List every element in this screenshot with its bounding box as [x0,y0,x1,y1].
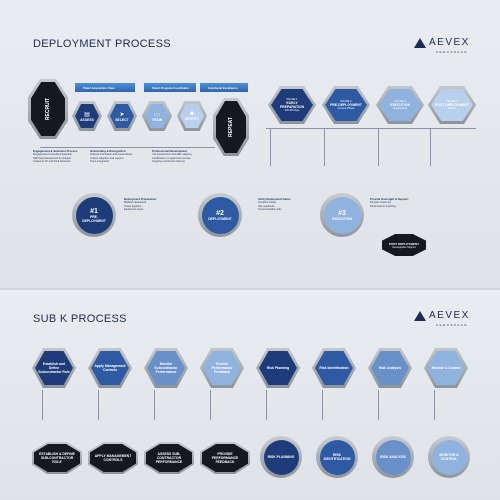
connector-line [40,147,215,148]
phase-drop-4 [430,128,431,166]
phase-2: PHASE 2 PRE-DEPLOYMENT Current Phase [322,86,370,124]
subk-step-label: Establish and Define Subcontractor Role [38,362,70,374]
phase-4: PHASE 4 POST DEPLOYMENT Return [428,86,476,124]
subk-step-3: Monitor Subcontractor Performance [144,348,188,388]
repeat-label: REPEAT [227,117,234,137]
subk-badge-1: ESTABLISH & DEFINE SUB-CONTRACTOR ROLE [32,442,82,474]
subk-step-label: Risk Identification [319,366,349,370]
subk-step-2: Apply Management Controls [88,348,132,388]
subk-title: SUB K PROCESS [33,313,127,325]
recruit-label: RECRUIT [44,97,51,121]
phase-1: PHASE 1 EARLY PREPARATION 120-90 Days [268,86,316,124]
subk-connector [210,390,211,420]
phase-drop-2 [324,128,325,166]
subk-connector [42,390,43,420]
subk-step-5: Risk Planning [256,348,300,388]
subk-connector [434,390,435,420]
logo-sub: AEROSPACE [436,50,468,54]
subk-badge-label: RISK IDENTIFICATION [323,453,351,461]
logo-text: AEVEX [429,310,470,321]
logo-text: AEVEX [429,37,470,48]
logo-sub: AEROSPACE [436,323,468,327]
subk-step-label: Monitor Subcontractor Performance [154,362,178,374]
subk-step-label: Apply Management Controls [94,364,126,372]
subk-badge-label: RISK ANALYSIS [380,455,406,459]
subk-badge-label: PROVIDE PERFORMANCE FEEDBACK [211,452,239,464]
subk-logo: AEVEX [414,311,470,321]
subk-badge-6: RISK IDENTIFICATION [316,436,358,478]
people-icon: ☻ [188,111,196,117]
note-development: Professional Development Job assessment … [152,149,192,164]
circle-1: #1 PRE-DEPLOYMENT [72,193,116,237]
step-assess: ▤ ASSESS [72,101,102,131]
subk-badge-4: PROVIDE PERFORMANCE FEEDBACK [200,442,250,474]
subk-step-6: Risk Identification [312,348,356,388]
repeat-badge: REPEAT [213,98,249,156]
logo: AEVEX [414,38,470,48]
cursor-icon: ➤ [119,111,125,118]
circle-note-3: Provide Oversight & Support Periodic che… [370,197,409,208]
subk-badge-label: ASSESS SUB-CONTRACTOR PERFORMANCE [155,452,183,464]
circle-note-1: Deployment Preparation Medical clearance… [124,197,157,212]
subk-badge-label: ESTABLISH & DEFINE SUB-CONTRACTOR ROLE [39,452,75,464]
phase-drop-3 [378,128,379,166]
phase-3: PHASE 3 EXECUTION Deployment [376,86,424,124]
subk-step-label: Risk Analysis [379,366,401,370]
logo-mark-icon [414,311,426,321]
phase-connector [266,128,476,129]
section-divider [0,288,500,290]
subk-step-label: Provide Performance Feedback [211,362,233,374]
post-deployment-badge: POST DEPLOYMENT Reintegration Support [382,234,426,256]
subk-connector [154,390,155,420]
subk-badge-7: RISK ANALYSIS [372,436,414,478]
circle-3: #3 EXECUTION [320,193,364,237]
banner-1: Talent Acquisition Team [75,83,135,92]
subk-step-label: Monitor & Control [431,366,461,370]
subk-step-7: Risk Analysis [368,348,412,388]
phase-drop-1 [270,128,271,166]
note-engagement: Engagement & Selection Process Engagemen… [33,149,78,164]
subk-panel: SUB K PROCESS AEVEX AEROSPACE Establish … [0,290,500,500]
subk-connector [322,390,323,420]
page-title: DEPLOYMENT PROCESS [33,38,171,50]
clipboard-icon: ▤ [84,111,90,118]
board-icon: ▭ [154,111,160,118]
banner-3: Functional Excellence [200,83,248,92]
subk-badge-label: MONITOR & CONTROL [439,453,459,461]
subk-badge-label: APPLY MANAGEMENT CONTROLS [94,454,132,462]
circle-note-2: Verify Deployment Items Contract review … [258,197,291,212]
subk-badge-label: RISK PLANNING [267,455,295,459]
step-certify: ☻ CERTIFY [177,101,207,131]
circle-2: #2 DEPLOYMENT [198,193,242,237]
deployment-panel: DEPLOYMENT PROCESS AEVEX AEROSPACE RECRU… [0,0,500,288]
step-select: ➤ SELECT [107,101,137,131]
subk-step-1: Establish and Define Subcontractor Role [32,348,76,388]
subk-connector [266,390,267,420]
banner-2: Talent Program Coordinator [144,83,196,92]
subk-badge-2: APPLY MANAGEMENT CONTROLS [88,442,138,474]
recruit-badge: RECRUIT [28,79,68,139]
logo-mark-icon [414,38,426,48]
subk-step-8: Monitor & Control [424,348,468,388]
subk-step-4: Provide Performance Feedback [200,348,244,388]
subk-step-label: Risk Planning [266,366,290,370]
subk-badge-5: RISK PLANNING [260,436,302,478]
subk-badge-3: ASSESS SUB-CONTRACTOR PERFORMANCE [144,442,194,474]
subk-badge-8: MONITOR & CONTROL [428,436,470,478]
step-train: ▭ TRAIN [142,101,172,131]
subk-connector [378,390,379,420]
note-onboarding: Onboarding & Recognition Tailored orient… [90,149,133,164]
subk-connector [98,390,99,420]
